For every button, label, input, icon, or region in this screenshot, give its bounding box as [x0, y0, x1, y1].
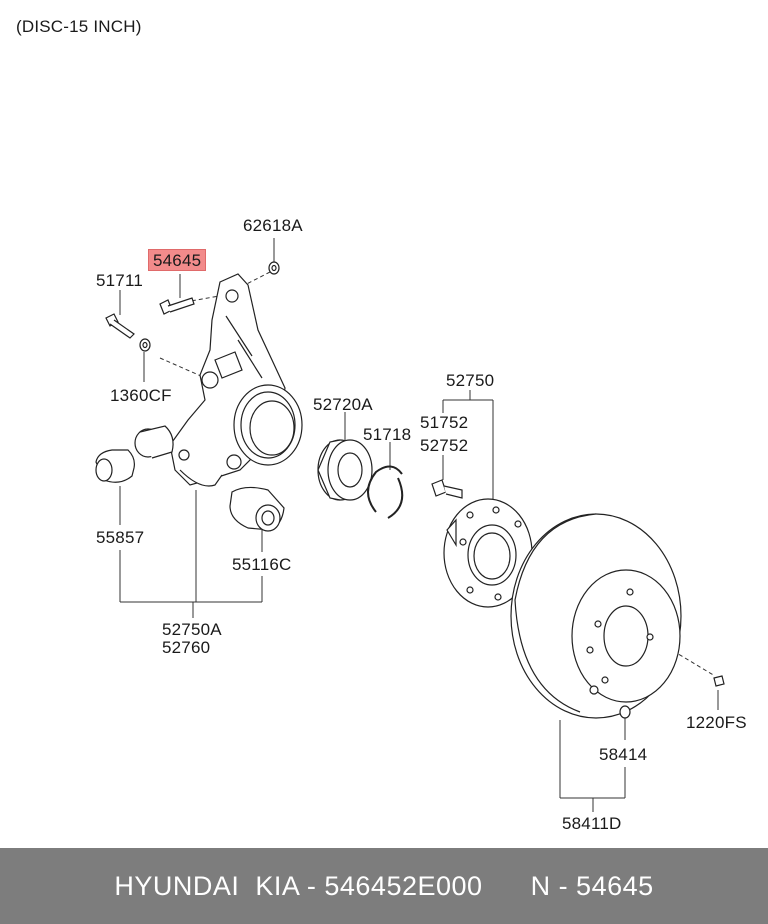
- footer-brand-number: HYUNDAI KIA - 546452E000: [114, 870, 483, 901]
- hub-bolt-51752: [431, 479, 463, 499]
- caption: (DISC-15 INCH): [16, 17, 142, 36]
- footer-part-number: N - 54645: [530, 870, 654, 901]
- washer-1360CF: [139, 338, 151, 352]
- label-1360CF[interactable]: 1360CF: [110, 386, 172, 405]
- label-1220FS[interactable]: 1220FS: [686, 713, 747, 732]
- footer-bar: HYUNDAI KIA - 546452E000 N - 54645: [0, 848, 768, 924]
- label-51718[interactable]: 51718: [363, 425, 412, 444]
- footer-spacer: [483, 871, 531, 902]
- knuckle-bore: [233, 384, 303, 466]
- bearing-52720A: [317, 439, 373, 501]
- label-52760[interactable]: 52760: [162, 638, 211, 657]
- label-58414[interactable]: 58414: [599, 745, 648, 764]
- label-52752[interactable]: 52752: [420, 436, 469, 455]
- screw-1220FS: [713, 675, 725, 687]
- label-51752[interactable]: 51752: [420, 413, 469, 432]
- label-58411D[interactable]: 58411D: [562, 814, 622, 833]
- parts-diagram: (DISC-15 INCH) 54645 62618A 51711 1360CF…: [16, 17, 747, 833]
- label-52720A[interactable]: 52720A: [313, 395, 373, 414]
- label-55857[interactable]: 55857: [96, 528, 145, 547]
- plug-58414: [619, 705, 631, 719]
- bolt-54645: [159, 297, 195, 315]
- bushing-55116C: [229, 486, 285, 532]
- bolt-51711: [105, 313, 135, 339]
- wheel-hub-52750: [443, 498, 533, 608]
- label-52750[interactable]: 52750: [446, 371, 495, 390]
- diagram-drawing: [95, 238, 725, 812]
- label-52750A[interactable]: 52750A: [162, 620, 222, 639]
- brake-disc-58411D: [510, 513, 682, 719]
- label-51711[interactable]: 51711: [96, 271, 144, 290]
- bushing-55857: [95, 425, 174, 483]
- label-55116C[interactable]: 55116C: [232, 555, 292, 574]
- label-62618A[interactable]: 62618A: [243, 216, 303, 235]
- nut-62618A: [268, 261, 280, 275]
- snap-ring-51718: [367, 465, 404, 519]
- highlighted-part-label[interactable]: 54645: [148, 249, 207, 271]
